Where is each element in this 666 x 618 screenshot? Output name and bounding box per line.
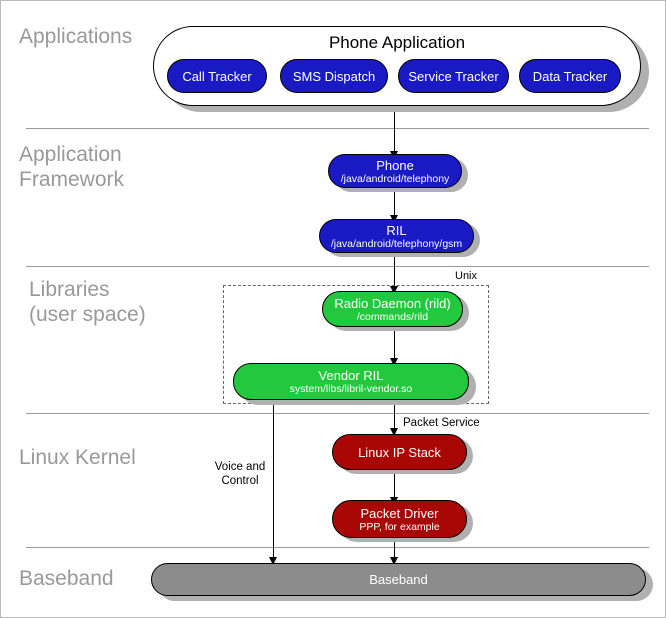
connector-packet-driver-to-baseband <box>394 533 396 564</box>
section-label-linux-kernel: Linux Kernel <box>19 446 136 469</box>
app-node-service-tracker[interactable]: Service Tracker <box>398 59 509 93</box>
framework-node-ril[interactable]: RIL /java/android/telephony/gsm <box>319 219 474 253</box>
connector-ril-to-rild <box>394 254 396 292</box>
baseband-node[interactable]: Baseband <box>151 563 646 596</box>
kernel-node-linux-ip-stack[interactable]: Linux IP Stack <box>332 434 467 470</box>
edge-label-voice-and-control: Voice and Control <box>214 461 266 487</box>
phone-application-title: Phone Application <box>328 33 466 52</box>
kernel-node-packet-driver-title: Packet Driver <box>360 505 439 521</box>
section-label-baseband: Baseband <box>19 567 114 590</box>
arrowhead-ril-to-rild <box>390 286 398 294</box>
app-node-sms-dispatch-label: SMS Dispatch <box>292 68 376 84</box>
connector-voice-and-control <box>273 399 275 564</box>
arrowhead-voice-and-control <box>269 557 277 565</box>
library-node-radio-daemon[interactable]: Radio Daemon (rild) /commands/rild <box>322 291 463 327</box>
divider-application-framework <box>26 266 649 267</box>
connector-phone-to-ril <box>394 189 396 221</box>
section-label-applications: Applications <box>19 25 133 48</box>
divider-libraries <box>26 413 649 414</box>
framework-node-phone[interactable]: Phone /java/android/telephony <box>328 154 462 188</box>
connector-app-to-phone <box>394 105 396 155</box>
app-node-service-tracker-label: Service Tracker <box>408 68 499 84</box>
section-label-application-framework: Application Framework <box>19 143 125 191</box>
library-node-radio-daemon-subtitle: /commands/rild <box>356 310 429 323</box>
framework-node-ril-title: RIL <box>386 222 407 238</box>
app-node-data-tracker-label: Data Tracker <box>532 68 608 84</box>
app-node-call-tracker-label: Call Tracker <box>182 68 252 84</box>
framework-node-phone-subtitle: /java/android/telephony <box>340 172 450 185</box>
library-node-radio-daemon-title: Radio Daemon (rild) <box>334 295 451 311</box>
framework-node-phone-title: Phone <box>376 157 414 173</box>
connector-vendor-ril-to-ip-stack <box>394 399 396 435</box>
framework-node-ril-subtitle: /java/android/telephony/gsm <box>330 237 463 250</box>
connector-ip-stack-to-packet-driver <box>394 471 396 503</box>
baseband-node-title: Baseband <box>369 572 428 587</box>
library-node-vendor-ril-subtitle: system/libs/libril-vendor.so <box>289 383 413 395</box>
app-node-call-tracker[interactable]: Call Tracker <box>167 59 267 93</box>
kernel-node-linux-ip-stack-title: Linux IP Stack <box>358 444 441 460</box>
divider-applications <box>26 128 649 129</box>
section-label-libraries: Libraries (user space) <box>29 278 146 326</box>
arrowhead-vendor-ril-to-ip-stack <box>390 428 398 436</box>
arrowhead-packet-driver-to-baseband <box>390 557 398 565</box>
app-node-sms-dispatch[interactable]: SMS Dispatch <box>280 59 388 93</box>
arrowhead-rild-to-vendor-ril <box>390 358 398 366</box>
edge-label-packet-service: Packet Service <box>403 417 480 429</box>
kernel-node-packet-driver[interactable]: Packet Driver PPP, for example <box>332 500 467 538</box>
unix-group-label: Unix <box>455 270 478 282</box>
connector-rild-to-vendor-ril <box>394 329 396 365</box>
library-node-vendor-ril[interactable]: Vendor RIL system/libs/libril-vendor.so <box>233 363 469 400</box>
kernel-node-packet-driver-subtitle: PPP, for example <box>359 520 440 533</box>
app-node-data-tracker[interactable]: Data Tracker <box>519 59 621 93</box>
divider-linux-kernel <box>26 547 649 548</box>
library-node-vendor-ril-title: Vendor RIL <box>318 368 384 383</box>
